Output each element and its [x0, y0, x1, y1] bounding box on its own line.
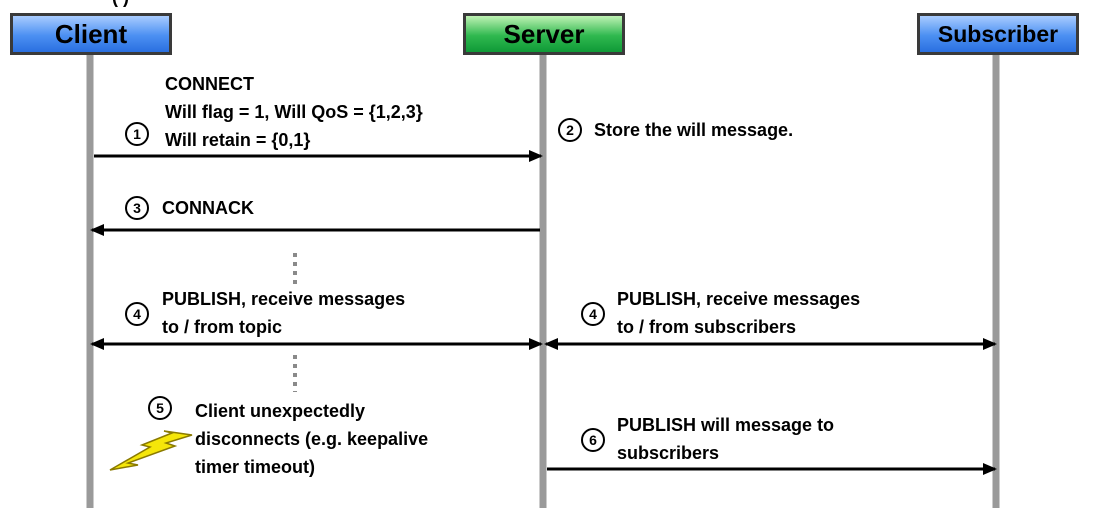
connack-label: CONNACK: [162, 198, 254, 218]
step-6-badge: 6: [581, 428, 605, 452]
connect-will-retain-label: Will retain = {0,1}: [165, 130, 311, 150]
publish-client-label-line1: PUBLISH, receive messages: [162, 289, 406, 309]
client-disconnect-label-line1: Client unexpectedly: [195, 401, 366, 421]
step-5-badge: 5: [148, 396, 172, 420]
clipped-top-text: ( ): [0, 0, 1097, 8]
publish-subscriber-label-line2: to / from subscribers: [617, 317, 797, 337]
publish-will-label-line1: PUBLISH will message to: [617, 415, 835, 435]
actor-subscriber: Subscriber: [917, 13, 1079, 55]
publish-will-label-line2: subscribers: [617, 443, 720, 463]
actor-client: Client: [10, 13, 172, 55]
store-will-label: Store the will message.: [594, 120, 794, 140]
step-4-badge-client: 4: [125, 302, 149, 326]
client-disconnect-label-line2: disconnects (e.g. keepalive: [195, 429, 429, 449]
step-2-badge: 2: [558, 118, 582, 142]
connect-label: CONNECT: [165, 74, 254, 94]
publish-subscriber-label-line1: PUBLISH, receive messages: [617, 289, 861, 309]
client-disconnect-label-line3: timer timeout): [195, 457, 316, 477]
actor-server: Server: [463, 13, 625, 55]
step-3-badge: 3: [125, 196, 149, 220]
lightning-icon: [109, 430, 193, 471]
step-4-badge-subscriber: 4: [581, 302, 605, 326]
connect-will-flag-label: Will flag = 1, Will QoS = {1,2,3}: [165, 102, 423, 122]
publish-client-label-line2: to / from topic: [162, 317, 282, 337]
step-1-badge: 1: [125, 122, 149, 146]
